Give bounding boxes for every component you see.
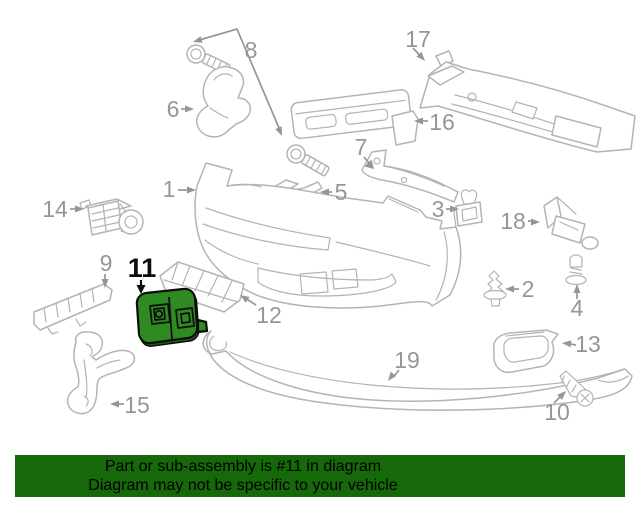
callout-1-arrow (178, 186, 196, 194)
part-16-impact-absorber-drawing (290, 89, 412, 140)
callout-18-label: 18 (500, 208, 526, 234)
part-18-sensor-drawing (543, 196, 599, 250)
callout-14: 14 (42, 196, 84, 222)
callout-12-label: 12 (256, 302, 282, 328)
part-19-front-spoiler-drawing (202, 330, 633, 411)
callout-13-label: 13 (575, 331, 601, 357)
callout-15-label: 15 (124, 392, 150, 418)
callout-10: 10 (544, 391, 570, 425)
callout-3: 3 (432, 196, 459, 222)
part-11-highlighted-cover-drawing (135, 287, 209, 347)
callout-11-label: 11 (128, 253, 157, 283)
part-13-fog-bezel-drawing (492, 329, 559, 374)
callout-14-label: 14 (42, 196, 68, 222)
callout-7: 7 (355, 134, 374, 169)
callout-3-arrow (446, 205, 459, 213)
callout-13-arrow (562, 340, 577, 348)
part-9-lower-rail-drawing (33, 283, 113, 335)
callout-2-arrow (505, 285, 519, 293)
callout-5-arrow (320, 188, 332, 196)
callout-18-arrow (527, 218, 540, 226)
callout-4-label: 4 (571, 295, 584, 321)
notice-line-2: Diagram may not be specific to your vehi… (88, 477, 398, 494)
callout-6-arrow (181, 105, 194, 113)
callout-3-label: 3 (432, 196, 445, 222)
callout-19: 19 (388, 347, 420, 381)
callout-18: 18 (500, 208, 540, 234)
callout-5-label: 5 (335, 179, 348, 205)
notice-banner: Part or sub-assembly is #11 in diagram D… (15, 455, 625, 497)
callout-5: 5 (320, 179, 347, 205)
callout-14-arrow (70, 205, 84, 213)
part-6-corner-bracket-drawing (196, 66, 252, 138)
callout-4-arrow (573, 284, 581, 299)
notice-line-1: Part or sub-assembly is #11 in diagram (104, 458, 382, 475)
callout-6-label: 6 (167, 96, 180, 122)
callout-11: 11 (128, 253, 157, 294)
callout-17: 17 (405, 26, 431, 61)
part-3-clip-nut-drawing (453, 189, 483, 229)
callout-16-label: 16 (429, 109, 455, 135)
callout-12-arrow (240, 295, 257, 306)
part-2-push-clip-drawing (483, 270, 507, 307)
part-7-side-bracket-drawing (361, 149, 459, 203)
callout-11-arrow (136, 280, 146, 294)
part-10-screw-drawing (559, 370, 594, 407)
callout-1-label: 1 (163, 176, 176, 202)
callout-19-label: 19 (394, 347, 420, 373)
callout-9: 9 (100, 250, 113, 288)
callout-9-arrow (101, 274, 109, 288)
part-16-end-cap-drawing (391, 110, 419, 146)
callout-7-label: 7 (355, 134, 368, 160)
callout-2-label: 2 (522, 276, 535, 302)
part-17-reinforcement-beam-drawing (419, 50, 636, 153)
callout-12: 12 (240, 295, 282, 328)
callout-15: 15 (110, 392, 150, 418)
callout-4: 4 (571, 284, 584, 321)
callout-16: 16 (414, 109, 455, 135)
callout-8: 8 (193, 27, 282, 136)
part-1-bumper-cover-drawing (194, 162, 462, 309)
part-14-horn-drawing (79, 198, 144, 236)
callout-6: 6 (167, 96, 194, 122)
callout-8-arrow (193, 27, 282, 136)
callout-2: 2 (505, 276, 534, 302)
callout-17-label: 17 (405, 26, 431, 52)
callout-7-arrow (363, 156, 374, 169)
callout-10-arrow (553, 391, 566, 404)
part-4-bolt-drawing (565, 254, 587, 286)
callout-16-arrow (414, 117, 428, 125)
callout-17-arrow (412, 47, 425, 61)
callout-15-arrow (110, 400, 124, 408)
callout-13: 13 (562, 331, 601, 357)
callout-19-arrow (388, 369, 400, 381)
part-15-side-bracket-drawing (66, 331, 136, 415)
callout-9-label: 9 (100, 250, 113, 276)
callout-10-label: 10 (544, 399, 570, 425)
callout-1: 1 (163, 176, 196, 202)
